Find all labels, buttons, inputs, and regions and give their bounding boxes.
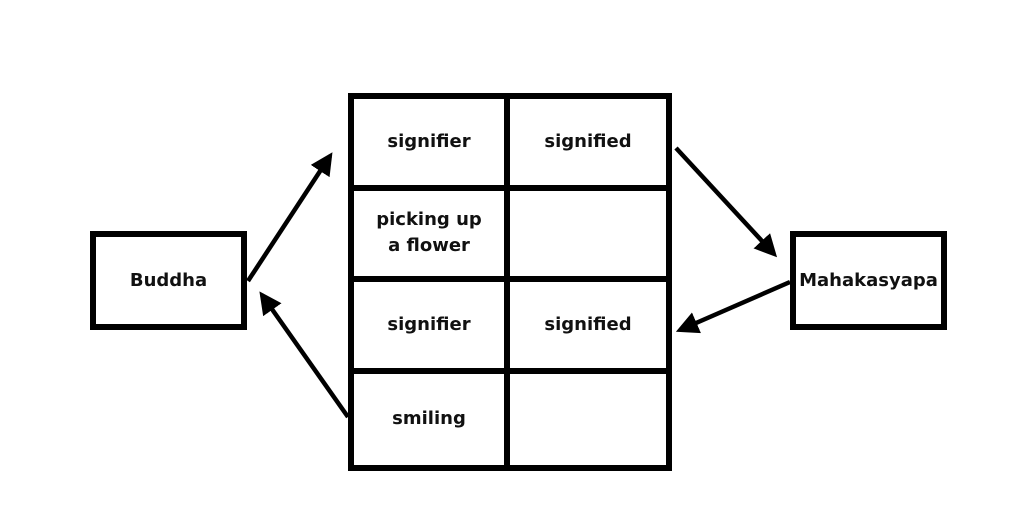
table-cell: picking up a flower xyxy=(354,190,510,282)
mahakasyapa-node: Mahakasyapa xyxy=(790,231,947,330)
table-cell: signifier xyxy=(354,282,510,374)
cell-text: signified xyxy=(544,313,632,335)
arrow-row4-to-buddha xyxy=(259,291,350,419)
sign-table: signifier signified picking up a flower … xyxy=(348,93,672,471)
mahakasyapa-label: Mahakasyapa xyxy=(799,269,938,291)
cell-text: signifier xyxy=(387,313,471,335)
table-cell: signified xyxy=(510,99,666,191)
cell-text: signifier xyxy=(387,130,471,152)
arrow-mahakasyapa-to-row3 xyxy=(675,279,791,334)
table-cell xyxy=(510,191,666,282)
cell-text: signified xyxy=(544,130,632,152)
table-cell: smiling xyxy=(354,373,510,465)
buddha-node: Buddha xyxy=(90,231,247,330)
buddha-label: Buddha xyxy=(129,269,208,291)
arrow-buddha-to-row1 xyxy=(246,152,333,283)
cell-text: smiling xyxy=(392,408,466,430)
table-cell: signifier xyxy=(354,99,510,191)
table-cell: signified xyxy=(510,282,666,374)
arrow-row1-to-mahakasyapa xyxy=(674,146,778,258)
cell-text: picking up a flower xyxy=(376,209,482,257)
